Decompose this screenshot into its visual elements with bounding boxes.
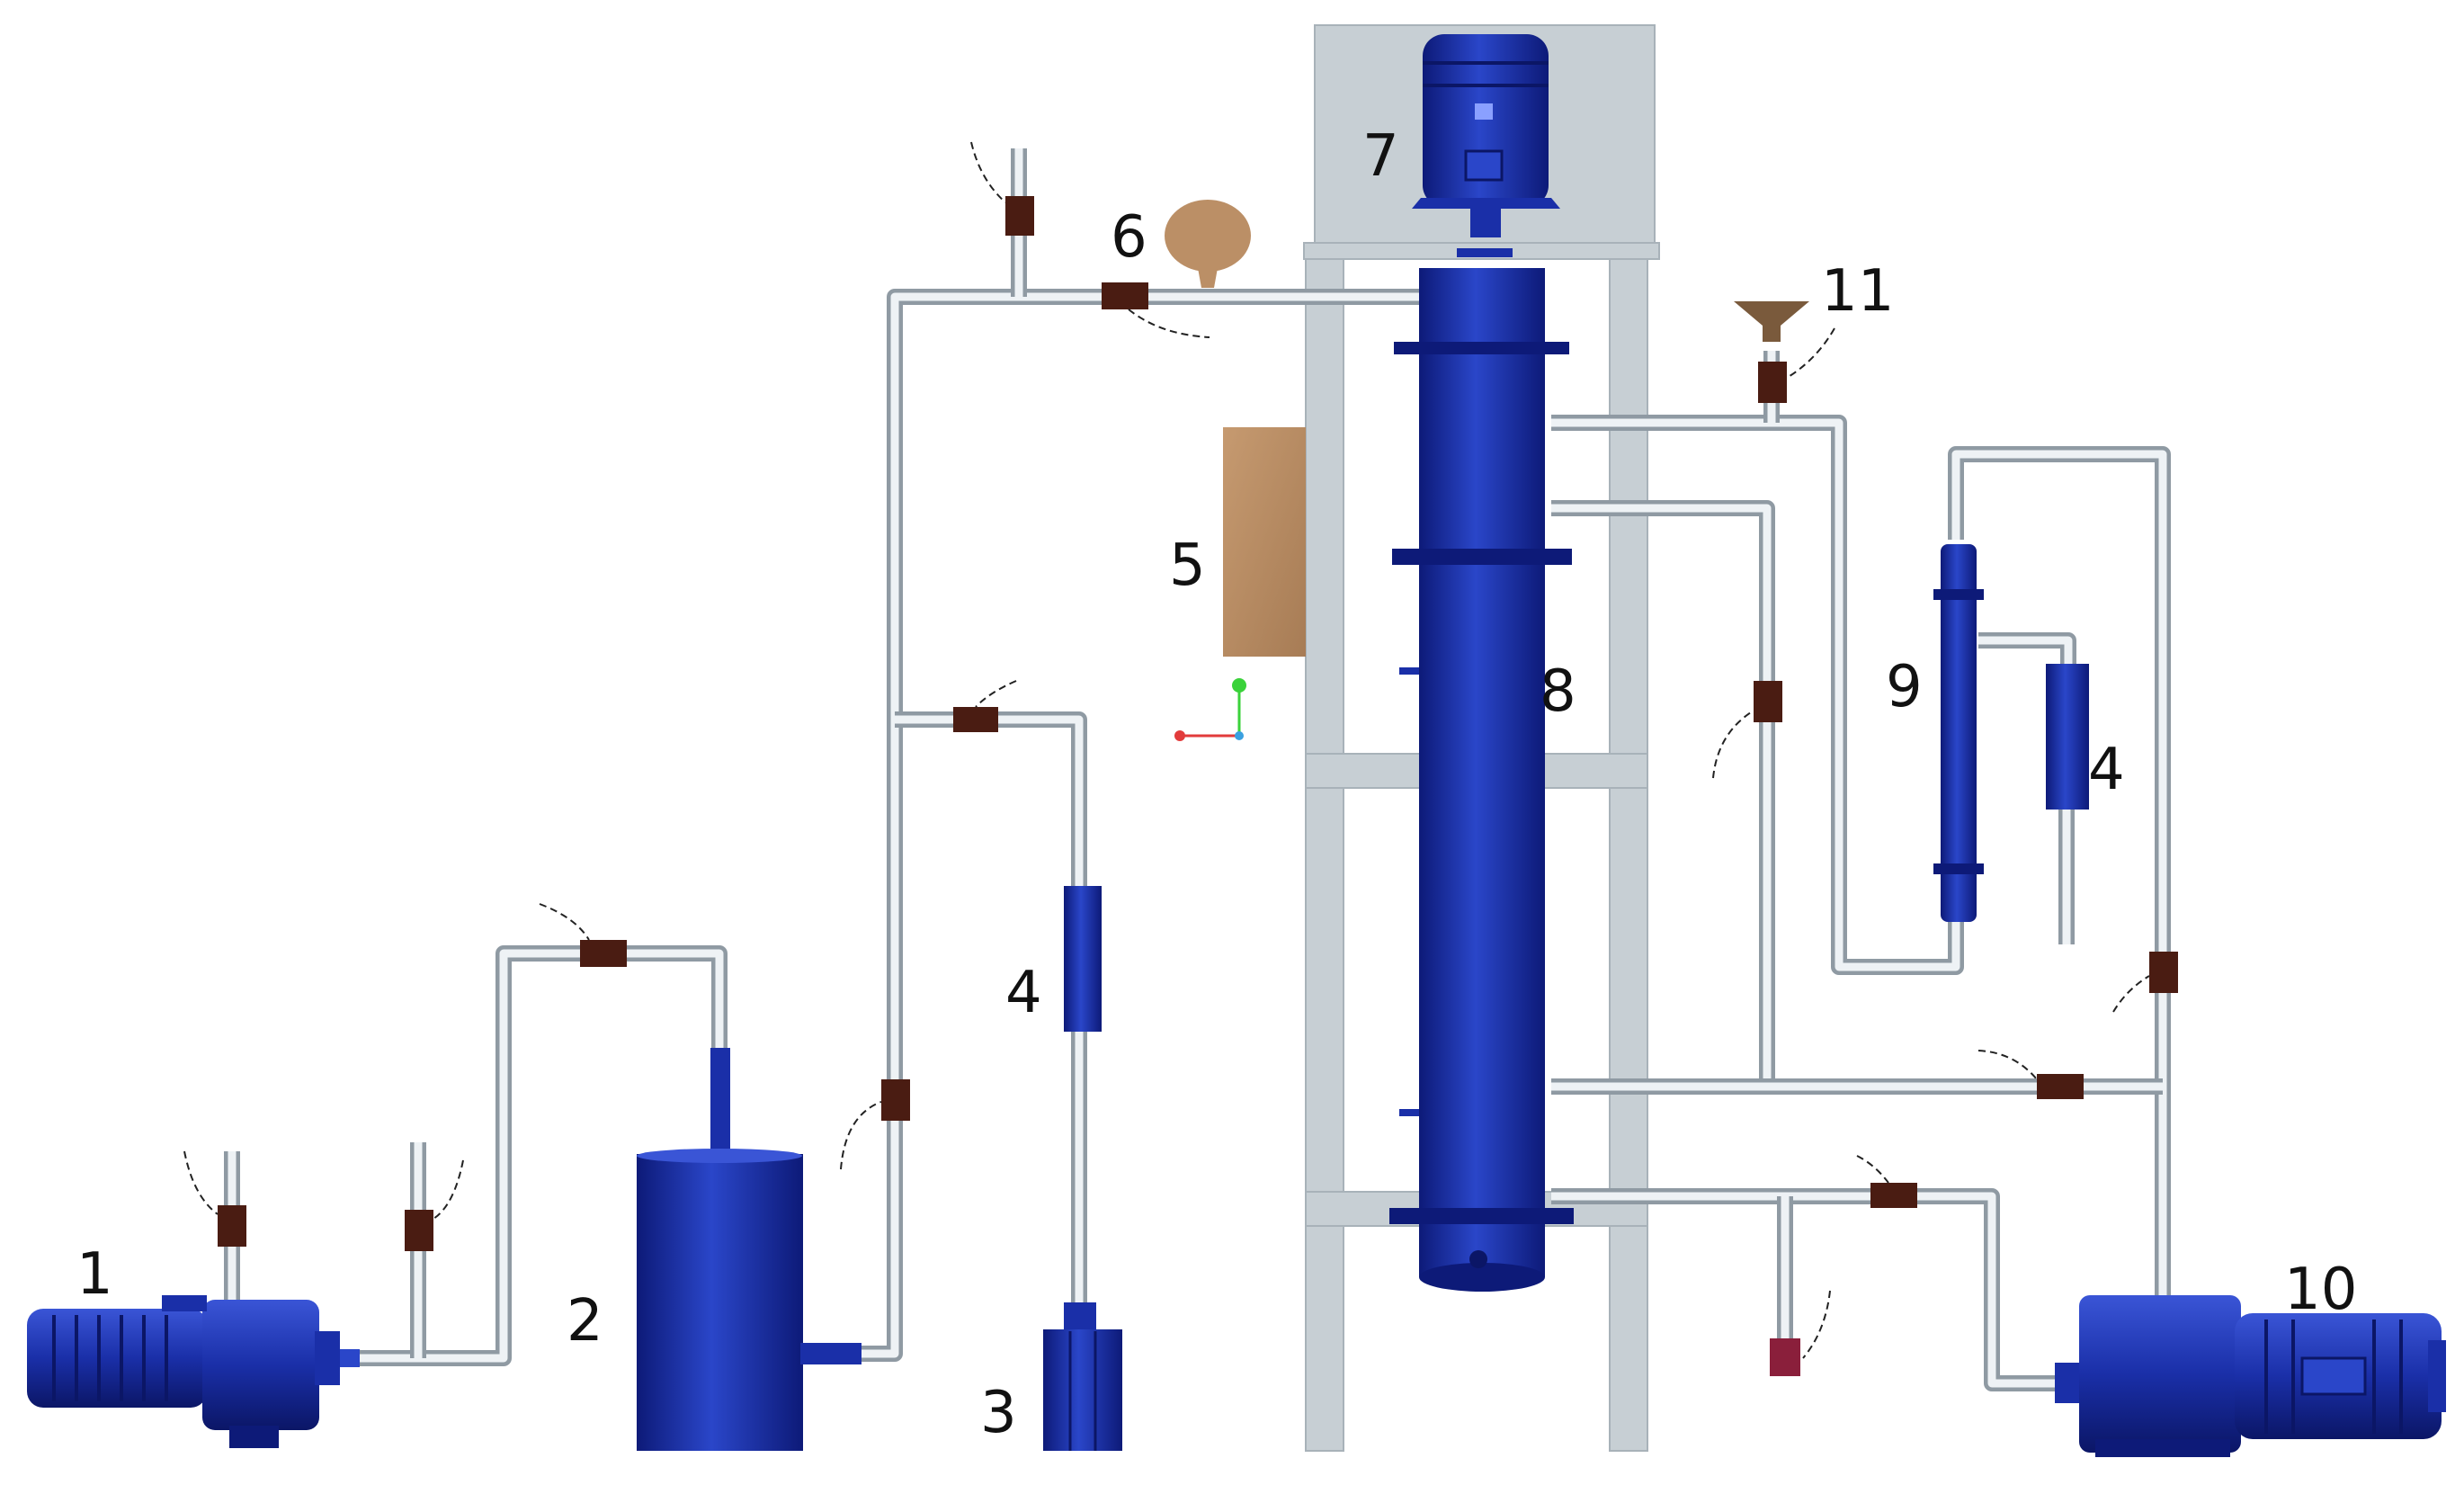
motor-right[interactable] [2055, 1295, 2446, 1457]
label-motor-right: 10 [2284, 1257, 2357, 1323]
valve-leader-lines [183, 141, 2150, 1359]
valve-icon[interactable] [1102, 282, 1148, 309]
bottom-container[interactable] [1043, 1302, 1122, 1451]
label-heat-exchanger: 9 [1886, 654, 1923, 720]
valve-icon[interactable] [1870, 1183, 1917, 1208]
funnel-icon [1734, 301, 1809, 342]
label-flowmeter-right: 4 [2088, 737, 2125, 803]
column[interactable] [1389, 268, 1574, 1292]
motor-icon [1412, 34, 1560, 257]
valve-icon[interactable] [2149, 952, 2178, 993]
label-motor-left: 1 [76, 1241, 113, 1308]
sample-vial[interactable] [1770, 1338, 1800, 1376]
flowmeter-icon [1064, 886, 1102, 1032]
tank[interactable] [637, 1048, 862, 1451]
label-funnel: 11 [1821, 258, 1894, 325]
funnel[interactable] [1734, 301, 1809, 342]
label-top-motor: 7 [1362, 123, 1399, 190]
flowmeter-icon [2046, 664, 2089, 810]
label-column: 8 [1540, 658, 1576, 725]
motor-left[interactable] [27, 1295, 360, 1448]
valve-icon[interactable] [953, 707, 998, 732]
label-tank: 2 [567, 1288, 603, 1355]
label-bottom-container: 3 [980, 1380, 1017, 1446]
balloon-icon [1165, 200, 1251, 272]
flowmeter-right[interactable] [2046, 664, 2089, 810]
valve-icon[interactable] [1758, 362, 1787, 403]
label-brown-box: 5 [1169, 532, 1206, 599]
support-frame [1303, 24, 1660, 1452]
valve-icon[interactable] [881, 1079, 910, 1121]
valve-icon[interactable] [2037, 1074, 2084, 1099]
label-balloon: 6 [1111, 204, 1147, 271]
flowmeter-left[interactable] [1064, 886, 1102, 1032]
motor-icon [2055, 1295, 2446, 1457]
label-flowmeter-left: 4 [1005, 960, 1042, 1026]
top-motor[interactable] [1412, 34, 1560, 257]
tank-icon [637, 1048, 862, 1451]
valve-icon[interactable] [405, 1210, 433, 1251]
axis-gizmo-icon [1174, 678, 1246, 741]
valve-icon[interactable] [580, 940, 627, 967]
motor-icon [27, 1295, 360, 1448]
valve-icon[interactable] [1005, 196, 1034, 236]
heat-exchanger[interactable] [1933, 544, 1984, 922]
valve-icon[interactable] [218, 1205, 246, 1247]
brown-box[interactable] [1223, 427, 1306, 657]
valve-group [218, 196, 2178, 1251]
valve-icon[interactable] [1754, 681, 1782, 722]
balloon[interactable] [1165, 200, 1251, 288]
